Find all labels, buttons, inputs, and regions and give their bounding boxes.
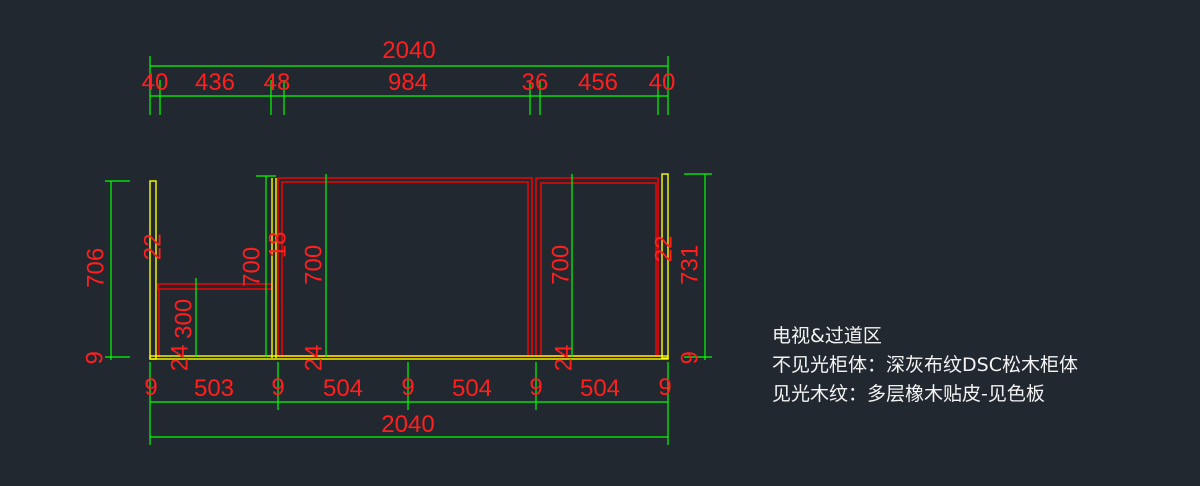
- left-panel-top-dim: 22: [140, 233, 167, 260]
- cabinet-elevation: [149, 173, 669, 360]
- top-dim-segment: 36: [522, 69, 549, 96]
- bottom-dim-segment: 503: [194, 375, 234, 402]
- small-dim-label: 24: [301, 344, 328, 371]
- top-dim-segment: 48: [264, 69, 291, 96]
- vertical-dimension-text: 706 9 22 300 700 18 700 700 22 731 9 24 …: [82, 231, 704, 371]
- center-height-dim: 700: [301, 245, 328, 285]
- notes-line-hidden-cabinet: 不见光柜体：深灰布纹DSC松木柜体: [772, 354, 1078, 376]
- top-dim-segment: 40: [649, 69, 676, 96]
- top-dimension-text: 2040 40 436 48 984 36 456 40: [142, 37, 676, 96]
- bottom-dimension-chain: [149, 362, 669, 445]
- material-notes: 电视&过道区 不见光柜体：深灰布纹DSC松木柜体 见光木纹：多层橡木贴皮-见色板: [772, 322, 1078, 409]
- notes-line-visible-wood: 见光木纹：多层橡木贴皮-见色板: [772, 383, 1045, 405]
- left-base-dim: 9: [82, 351, 109, 364]
- bottom-dim-segment: 504: [323, 375, 363, 402]
- top-overall-dim: 2040: [382, 37, 435, 64]
- right-inner-dim: 700: [548, 245, 575, 285]
- base-plinth: [149, 355, 669, 360]
- right-base-dim: 9: [677, 351, 704, 364]
- bottom-overall-dim: 2040: [381, 411, 434, 438]
- small-dim-label: 24: [167, 344, 194, 371]
- bottom-dimension-text: 9 503 9 504 9 504 9 504 9 2040: [144, 374, 671, 438]
- left-total-dim: 706: [83, 248, 110, 288]
- bottom-dim-segment: 9: [529, 374, 542, 401]
- bottom-dim-segment: 504: [452, 375, 492, 402]
- top-dimension-chain: [149, 56, 669, 115]
- right-side-panel: [661, 173, 669, 359]
- vertical-dimension-lines: [105, 173, 712, 360]
- right-total-dim: 731: [677, 245, 704, 285]
- notes-title: 电视&过道区: [772, 325, 882, 347]
- bottom-dim-segment: 9: [401, 374, 414, 401]
- top-dim-segment: 436: [195, 69, 235, 96]
- divider-top-dim: 18: [265, 231, 292, 258]
- small-dim-label: 24: [551, 344, 578, 371]
- bottom-dim-segment: 9: [271, 374, 284, 401]
- right-panel-top-dim: 22: [651, 235, 678, 262]
- top-dim-segment: 40: [142, 69, 169, 96]
- shelf-height-dim: 300: [171, 299, 198, 339]
- top-dim-segment: 456: [578, 69, 618, 96]
- shelf-cabinet-dim: 700: [239, 247, 266, 287]
- left-side-panel: [149, 180, 157, 360]
- bottom-dim-segment: 504: [580, 375, 620, 402]
- bottom-dim-segment: 9: [144, 374, 157, 401]
- top-dim-segment: 984: [388, 69, 428, 96]
- bottom-dim-segment: 9: [658, 374, 671, 401]
